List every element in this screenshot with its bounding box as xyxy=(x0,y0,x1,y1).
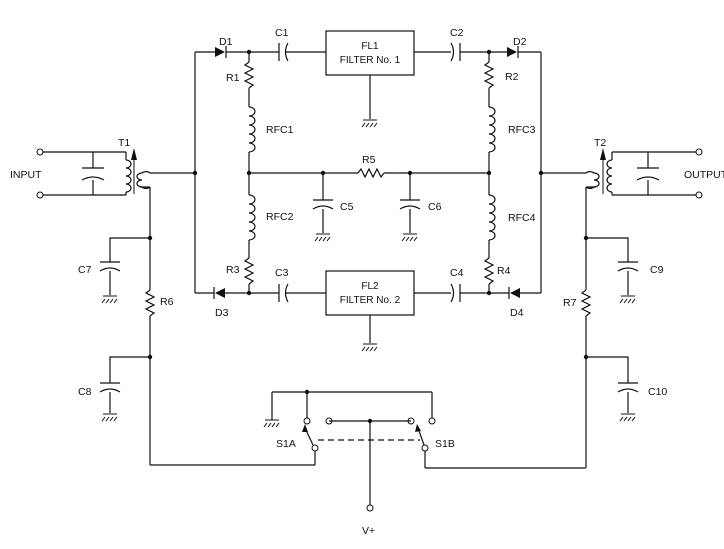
output-terminal-bottom xyxy=(695,191,703,199)
output-terminal-top xyxy=(695,148,703,156)
c6-label: C6 xyxy=(428,201,442,213)
output-section: T2 OUTPUT C9 R7 C10 xyxy=(425,137,724,469)
fl1-desc: FILTER No. 1 xyxy=(340,55,401,66)
s1b-label: S1B xyxy=(435,438,455,450)
c5-label: C5 xyxy=(340,201,354,213)
s1a-label: S1A xyxy=(276,438,296,450)
t2-label: T2 xyxy=(594,137,606,149)
c2-label: C2 xyxy=(450,27,464,39)
d1-label: D1 xyxy=(219,36,233,48)
c8-label: C8 xyxy=(78,386,92,398)
c4-label: C4 xyxy=(450,267,464,279)
input-label: INPUT xyxy=(10,169,42,181)
r3-label: R3 xyxy=(226,264,240,276)
rfc1-label: RFC1 xyxy=(266,124,294,136)
rfc3-label: RFC3 xyxy=(508,124,536,136)
r7-label: R7 xyxy=(563,297,577,309)
d4-label: D4 xyxy=(510,307,524,319)
input-terminal-top xyxy=(36,148,44,156)
output-label: OUTPUT xyxy=(684,169,724,181)
c1-label: C1 xyxy=(275,27,289,39)
vplus-terminal xyxy=(366,504,374,512)
rfc4-label: RFC4 xyxy=(508,212,536,224)
fl2-desc: FILTER No. 2 xyxy=(340,295,401,306)
r5-label: R5 xyxy=(362,154,376,166)
filter-bank: D1 C1 FL1 FILTER No. 1 C2 D2 R1 RFC1 xyxy=(192,27,544,352)
fl1-name: FL1 xyxy=(361,41,379,52)
fl2-filter-box xyxy=(325,270,415,316)
c7-label: C7 xyxy=(78,264,92,276)
r6-label: R6 xyxy=(160,296,174,308)
fl1-filter-box xyxy=(325,30,415,76)
vplus-label: V+ xyxy=(362,525,375,537)
input-terminal-bottom xyxy=(36,191,44,199)
d2-label: D2 xyxy=(513,36,527,48)
rfc2-label: RFC2 xyxy=(266,211,294,223)
r2-label: R2 xyxy=(505,71,519,83)
c10-label: C10 xyxy=(648,386,667,398)
switch-s1: S1A S1B V+ xyxy=(263,389,455,537)
t1-label: T1 xyxy=(118,137,130,149)
c3-label: C3 xyxy=(275,267,289,279)
c9-label: C9 xyxy=(650,264,664,276)
r1-label: R1 xyxy=(226,72,240,84)
fl2-name: FL2 xyxy=(361,281,379,292)
r4-label: R4 xyxy=(497,265,511,277)
d3-label: D3 xyxy=(215,307,229,319)
input-section: INPUT T1 C7 R6 C8 xyxy=(10,137,315,466)
